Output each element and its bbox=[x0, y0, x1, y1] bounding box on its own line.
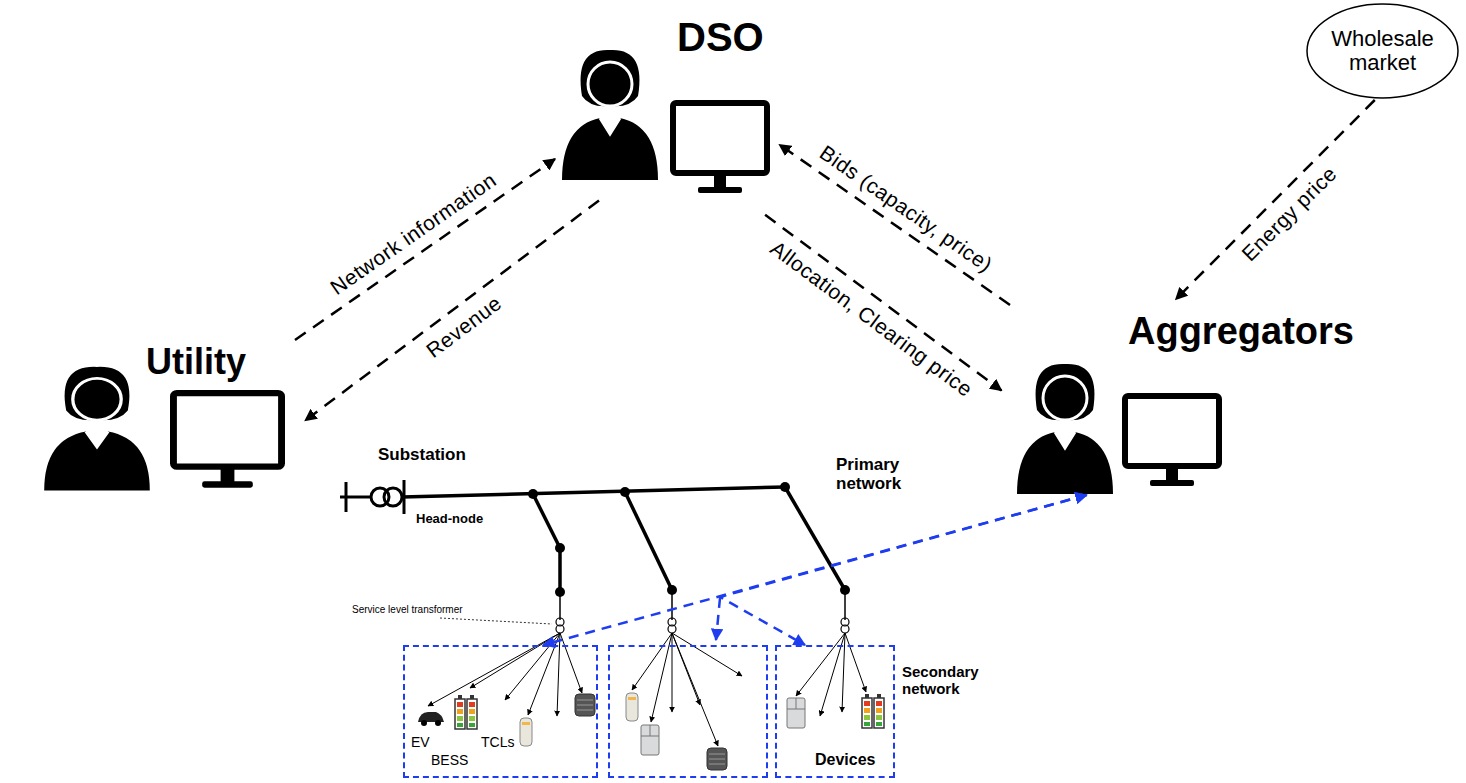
edge-label: Bids (capacity, price) bbox=[816, 141, 997, 277]
flow-arrow bbox=[295, 159, 555, 340]
actor-node: Utility bbox=[40, 340, 295, 495]
secondary-network-box: EVBESS TCLs bbox=[403, 645, 598, 778]
flow-arrow bbox=[1176, 100, 1375, 299]
edge-label: Energy price bbox=[1237, 162, 1341, 266]
flow-arrow bbox=[543, 495, 1086, 645]
flow-arrow bbox=[305, 200, 599, 420]
device-label: BESS bbox=[431, 753, 468, 768]
edge-label: Revenue bbox=[422, 291, 506, 362]
edge-label: Network information bbox=[326, 168, 500, 299]
network-label: Secondary network bbox=[902, 664, 997, 697]
actor-node: DSO bbox=[555, 15, 775, 195]
device-label: TCLs bbox=[481, 735, 514, 750]
node-title: DSO bbox=[677, 15, 764, 59]
device-label: EV bbox=[411, 735, 430, 750]
network-label: Substation bbox=[378, 446, 488, 465]
network-label: Head-node bbox=[416, 512, 506, 526]
actor-node: Aggregators bbox=[1010, 305, 1435, 495]
secondary-network-box bbox=[608, 645, 768, 778]
network-label: Service level transformer bbox=[352, 604, 492, 615]
secondary-network-box: Devices bbox=[775, 645, 895, 778]
node-title: Aggregators bbox=[1128, 311, 1354, 353]
market-ellipse: Wholesale market bbox=[1305, 2, 1460, 100]
device-label: Devices bbox=[815, 751, 876, 769]
node-title: Utility bbox=[146, 342, 246, 382]
node-title: Wholesale market bbox=[1317, 27, 1448, 75]
network-label: Primary network bbox=[836, 456, 931, 493]
flow-arrow bbox=[720, 495, 1087, 645]
